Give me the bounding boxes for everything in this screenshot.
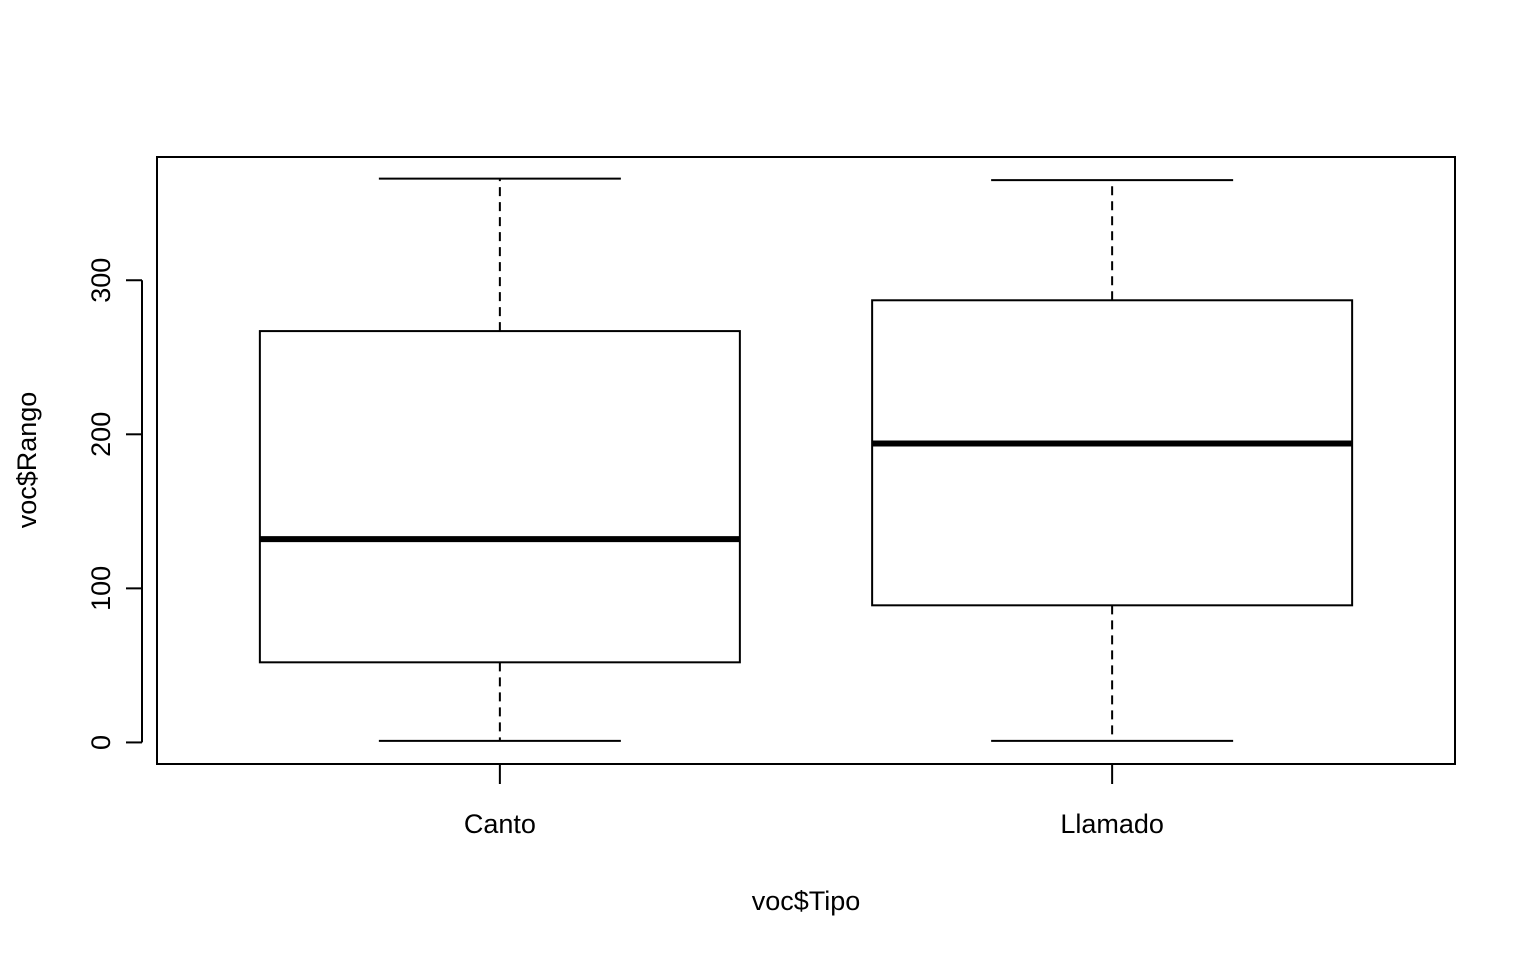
x-tick-label-llamado: Llamado <box>1060 809 1164 839</box>
plot-frame <box>156 156 1456 765</box>
y-tick-label: 0 <box>86 735 116 750</box>
y-tick-label: 100 <box>86 566 116 611</box>
y-tick-label: 300 <box>86 258 116 303</box>
iqr-box <box>258 330 741 664</box>
y-axis: 0 100 200 300 <box>86 258 143 750</box>
box-llamado <box>871 179 1354 742</box>
y-tick-label: 200 <box>86 412 116 457</box>
y-axis-title: voc$Rango <box>12 392 42 529</box>
iqr-box <box>871 299 1354 607</box>
x-axis: Canto Llamado <box>464 764 1164 839</box>
box-canto <box>258 177 741 742</box>
x-axis-title: voc$Tipo <box>752 886 861 916</box>
x-tick-label-canto: Canto <box>464 809 536 839</box>
plot-marks <box>258 177 1354 742</box>
